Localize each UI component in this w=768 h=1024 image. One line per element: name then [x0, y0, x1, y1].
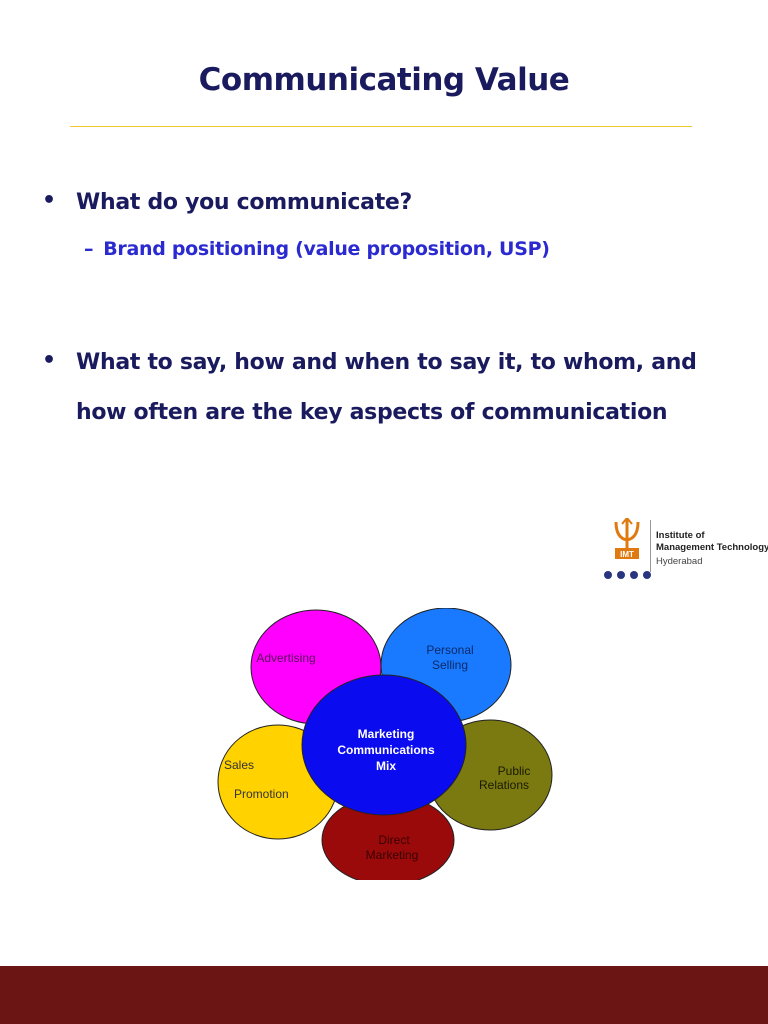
petal-direct-marketing-line1: Direct: [378, 833, 410, 847]
petal-sales-promotion-line2: Promotion: [234, 787, 289, 801]
title-divider: [70, 126, 692, 127]
petal-public-relations-line2: Relations: [479, 778, 529, 792]
center-label-line2: Communications: [337, 743, 435, 757]
logo-emblem-text: IMT: [620, 550, 634, 559]
center-label-line3: Mix: [376, 759, 396, 773]
sub-bullet-dash: –: [84, 238, 94, 260]
sub-bullet-brand-positioning: –Brand positioning (value proposition, U…: [84, 238, 550, 260]
petal-personal-selling-line2: Selling: [432, 658, 468, 672]
trident-emblem-icon: IMT: [610, 516, 644, 562]
petal-direct-marketing-line2: Marketing: [366, 848, 419, 862]
marketing-mix-diagram: Advertising Personal Selling Sales Promo…: [212, 607, 560, 886]
logo-institute-name: Institute of Management Technology: [656, 530, 768, 554]
petal-sales-promotion-line1: Sales: [224, 758, 254, 772]
petal-personal-selling-line1: Personal: [426, 643, 473, 657]
petal-direct-marketing: Direct Marketing: [321, 794, 455, 886]
footer-bar: [0, 966, 768, 1024]
logo-name-line1: Institute of: [656, 530, 705, 541]
bullet-text: What do you communicate?: [76, 190, 413, 215]
petal-advertising-label: Advertising: [256, 651, 315, 665]
logo-name-line2: Management Technology: [656, 542, 768, 553]
slide-title: Communicating Value: [198, 62, 570, 98]
bullet-text-line2: how often are the key aspects of communi…: [76, 400, 668, 425]
logo-dots: [604, 566, 656, 584]
sub-bullet-text: Brand positioning (value proposition, US…: [103, 238, 550, 260]
bullet-text-line1: What to say, how and when to say it, to …: [76, 350, 697, 375]
logo-city: Hyderabad: [656, 556, 703, 567]
bullet-dot: •: [42, 348, 57, 373]
center-marketing-communications-mix: Marketing Communications Mix: [301, 674, 467, 816]
logo-divider: [650, 520, 651, 572]
center-label-line1: Marketing: [358, 727, 415, 741]
bullet-dot: •: [42, 188, 57, 213]
petal-public-relations-line1: Public: [498, 764, 531, 778]
imt-logo: IMT Institute of Management Technology H…: [598, 516, 768, 580]
